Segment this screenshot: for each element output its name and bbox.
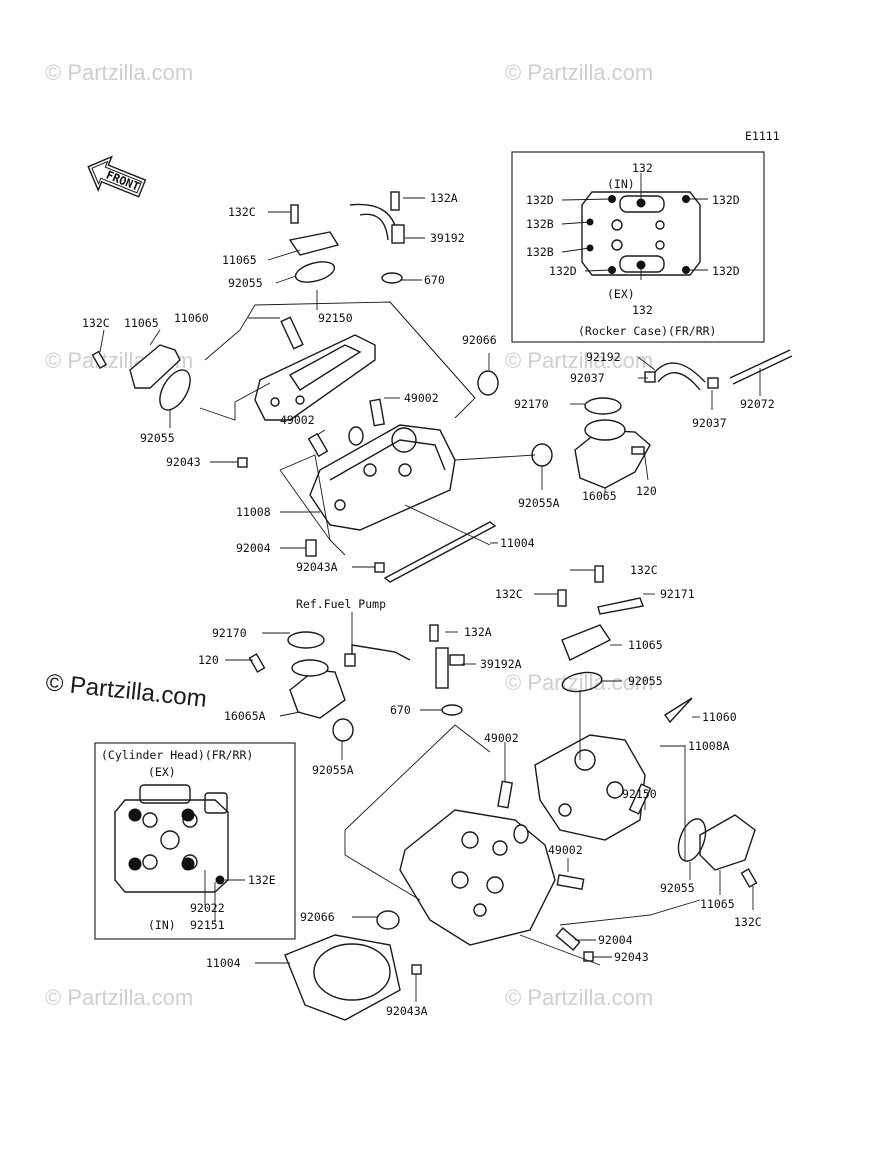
part-label: 92055A (312, 763, 354, 777)
part-label: 92022 (190, 901, 225, 915)
part-label: 132E (248, 873, 276, 887)
part-label: 16065A (224, 709, 266, 723)
part-label: 92170 (514, 397, 549, 411)
part-label: 132D (712, 193, 740, 207)
part-label: 132B (526, 217, 554, 231)
part-label: 132 (632, 161, 653, 175)
part-label: 132C (82, 316, 110, 330)
part-label: 49002 (404, 391, 439, 405)
part-label: 92037 (692, 416, 727, 430)
labels-rocker-inset: 132 (IN) 132D 132D 132B 132B 132D 132D (… (526, 161, 740, 338)
part-label: 11065 (222, 253, 257, 267)
part-label: 92055 (628, 674, 663, 688)
part-label: 49002 (280, 413, 315, 427)
part-label: 92066 (300, 910, 335, 924)
part-label: 11060 (174, 311, 209, 325)
part-label: 92055 (660, 881, 695, 895)
part-label: 132A (430, 191, 458, 205)
upper-assembly (91, 191, 793, 583)
part-label: 11060 (702, 710, 737, 724)
part-label: 132C (734, 915, 762, 929)
part-label: 16065 (582, 489, 617, 503)
labels-lower: 132C 132C 92171 Ref.Fuel Pump 132A 92170… (198, 563, 762, 1018)
part-label: 92043 (614, 950, 649, 964)
watermark: © Partzilla.com (505, 985, 653, 1010)
inset-orientation-label: (EX) (148, 765, 176, 779)
part-label: 132D (549, 264, 577, 278)
part-label: 670 (424, 273, 445, 287)
fuel-pump-reference: Ref.Fuel Pump (296, 597, 386, 611)
watermark-main: © Partzilla.com (44, 669, 208, 713)
part-label: 92043A (296, 560, 338, 574)
part-label: 120 (198, 653, 219, 667)
part-label: 92150 (318, 311, 353, 325)
part-label: 11008A (688, 739, 730, 753)
part-label: 11065 (628, 638, 663, 652)
part-label: 92151 (190, 918, 225, 932)
labels-upper: 132C 132A 39192 11065 92055 670 132C 110… (82, 191, 775, 574)
part-label: 11065 (124, 316, 159, 330)
part-label: 132D (712, 264, 740, 278)
part-label: 92037 (570, 371, 605, 385)
watermark: © Partzilla.com (505, 60, 653, 85)
part-label: 11004 (206, 956, 241, 970)
part-label: 670 (390, 703, 411, 717)
part-label: 92170 (212, 626, 247, 640)
part-label: 132 (632, 303, 653, 317)
part-label: 11065 (700, 897, 735, 911)
part-label: 92055 (228, 276, 263, 290)
watermark: © Partzilla.com (45, 60, 193, 85)
part-label: 11004 (500, 536, 535, 550)
labels-cylinder-inset: (Cylinder Head)(FR/RR) (EX) 132E 92022 9… (101, 748, 276, 932)
part-label: 92171 (660, 587, 695, 601)
leader-lines (99, 173, 761, 1002)
part-label: 132D (526, 193, 554, 207)
lower-assembly (248, 565, 758, 1021)
diagram-code: E1111 (745, 129, 780, 143)
part-label: 92150 (622, 787, 657, 801)
part-label: 39192A (480, 657, 522, 671)
part-label: 92072 (740, 397, 775, 411)
part-label: 132C (495, 587, 523, 601)
part-label: 132C (228, 205, 256, 219)
part-label: 92066 (462, 333, 497, 347)
part-label: 92004 (236, 541, 271, 555)
part-label: 120 (636, 484, 657, 498)
part-label: 92004 (598, 933, 633, 947)
watermark: © Partzilla.com (505, 348, 653, 373)
inset-orientation-label: (IN) (607, 177, 635, 191)
part-label: 132A (464, 625, 492, 639)
part-label: 92192 (586, 350, 621, 364)
front-arrow-icon: FRONT (87, 155, 147, 198)
part-label: 49002 (484, 731, 519, 745)
inset-caption: (Rocker Case)(FR/RR) (578, 324, 716, 338)
watermark: © Partzilla.com (45, 985, 193, 1010)
part-label: 39192 (430, 231, 465, 245)
inset-orientation-label: (IN) (148, 918, 176, 932)
part-label: 92055 (140, 431, 175, 445)
part-label: 49002 (548, 843, 583, 857)
part-label: 92043A (386, 1004, 428, 1018)
inset-orientation-label: (EX) (607, 287, 635, 301)
part-label: 92055A (518, 496, 560, 510)
inset-caption: (Cylinder Head)(FR/RR) (101, 748, 253, 762)
part-label: 92043 (166, 455, 201, 469)
part-label: 132C (630, 563, 658, 577)
part-label: 132B (526, 245, 554, 259)
part-label: 11008 (236, 505, 271, 519)
